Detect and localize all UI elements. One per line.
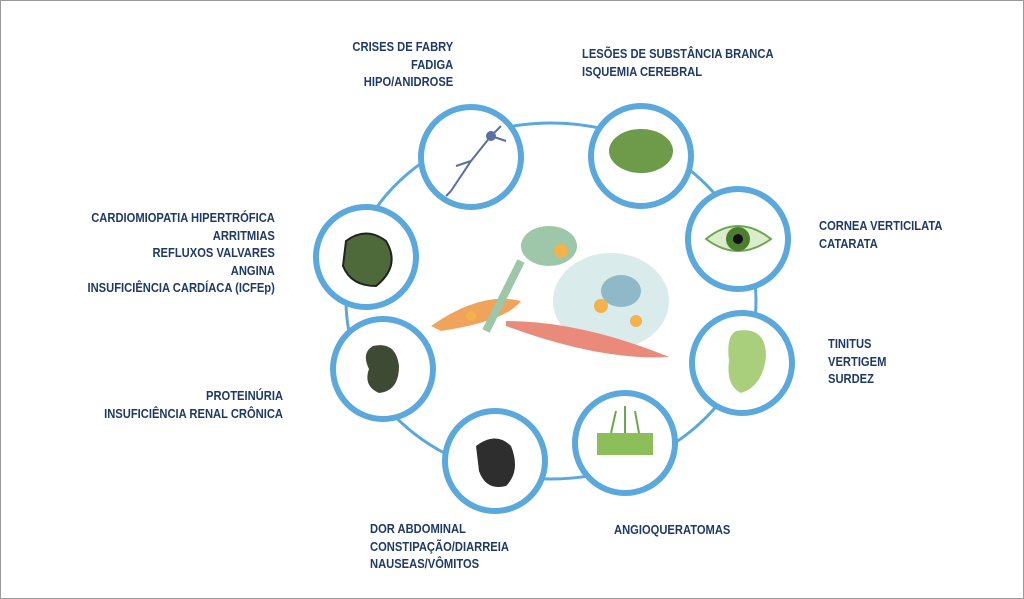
label-line: CORNEA VERTICILATA <box>819 218 943 233</box>
skin-label: ANGIOQUERATOMAS <box>614 521 730 539</box>
cells-illustration <box>431 226 669 358</box>
intestine-icon <box>476 438 515 487</box>
heart-label: CARDIOMIOPATIA HIPERTRÓFICA ARRITMIAS RE… <box>88 209 275 297</box>
label-line: ARRITMIAS <box>212 227 275 243</box>
label-line: PROTEINÚRIA <box>205 388 283 403</box>
label-line: LESÕES DE SUBSTÂNCIA BRANCA <box>582 46 774 61</box>
label-line: FADIGA <box>410 56 453 72</box>
label-line: CRISES DE FABRY <box>352 39 453 54</box>
kidney-icon <box>365 345 399 393</box>
gut-label: DOR ABDOMINAL CONSTIPAÇÃO/DIARREIA NAUSE… <box>370 520 509 573</box>
eye-label: CORNEA VERTICILATA CATARATA <box>819 217 942 252</box>
label-line: ANGINA <box>230 262 275 278</box>
eye-icon <box>704 225 773 252</box>
label-line: INSUFICIÊNCIA CARDÍACA (ICFEp) <box>87 280 275 295</box>
ear-label: TINITUS VERTIGEM SURDEZ <box>828 335 886 388</box>
kidney-label: PROTEINÚRIA INSUFICIÊNCIA RENAL CRÔNICA <box>104 387 283 422</box>
brain-icon <box>609 129 673 173</box>
ear-icon <box>728 330 766 393</box>
label-line: TINITUS <box>828 336 872 351</box>
label-line: VERTIGEM <box>828 353 887 369</box>
heart-icon <box>341 232 393 288</box>
label-line: NAUSEAS/VÔMITOS <box>370 556 480 571</box>
label-line: ANGIOQUERATOMAS <box>614 522 731 537</box>
label-line: INSUFICIÊNCIA RENAL CRÔNICA <box>104 405 283 421</box>
label-line: CARDIOMIOPATIA HIPERTRÓFICA <box>91 210 275 225</box>
label-line: CATARATA <box>819 235 878 251</box>
brain-label: LESÕES DE SUBSTÂNCIA BRANCA ISQUEMIA CER… <box>582 45 774 80</box>
neuron-icon <box>445 125 507 197</box>
label-line: ISQUEMIA CEREBRAL <box>582 63 703 79</box>
nervous-label: CRISES DE FABRY FADIGA HIPO/ANIDROSE <box>352 38 453 91</box>
skin-icon <box>597 406 653 455</box>
label-line: DOR ABDOMINAL <box>370 521 466 536</box>
central-ring <box>344 121 758 481</box>
nervous-circle <box>418 104 524 210</box>
label-line: CONSTIPAÇÃO/DIARREIA <box>370 538 509 554</box>
label-line: REFLUXOS VALVARES <box>152 245 275 260</box>
label-line: HIPO/ANIDROSE <box>363 74 453 89</box>
label-line: SURDEZ <box>828 371 874 386</box>
